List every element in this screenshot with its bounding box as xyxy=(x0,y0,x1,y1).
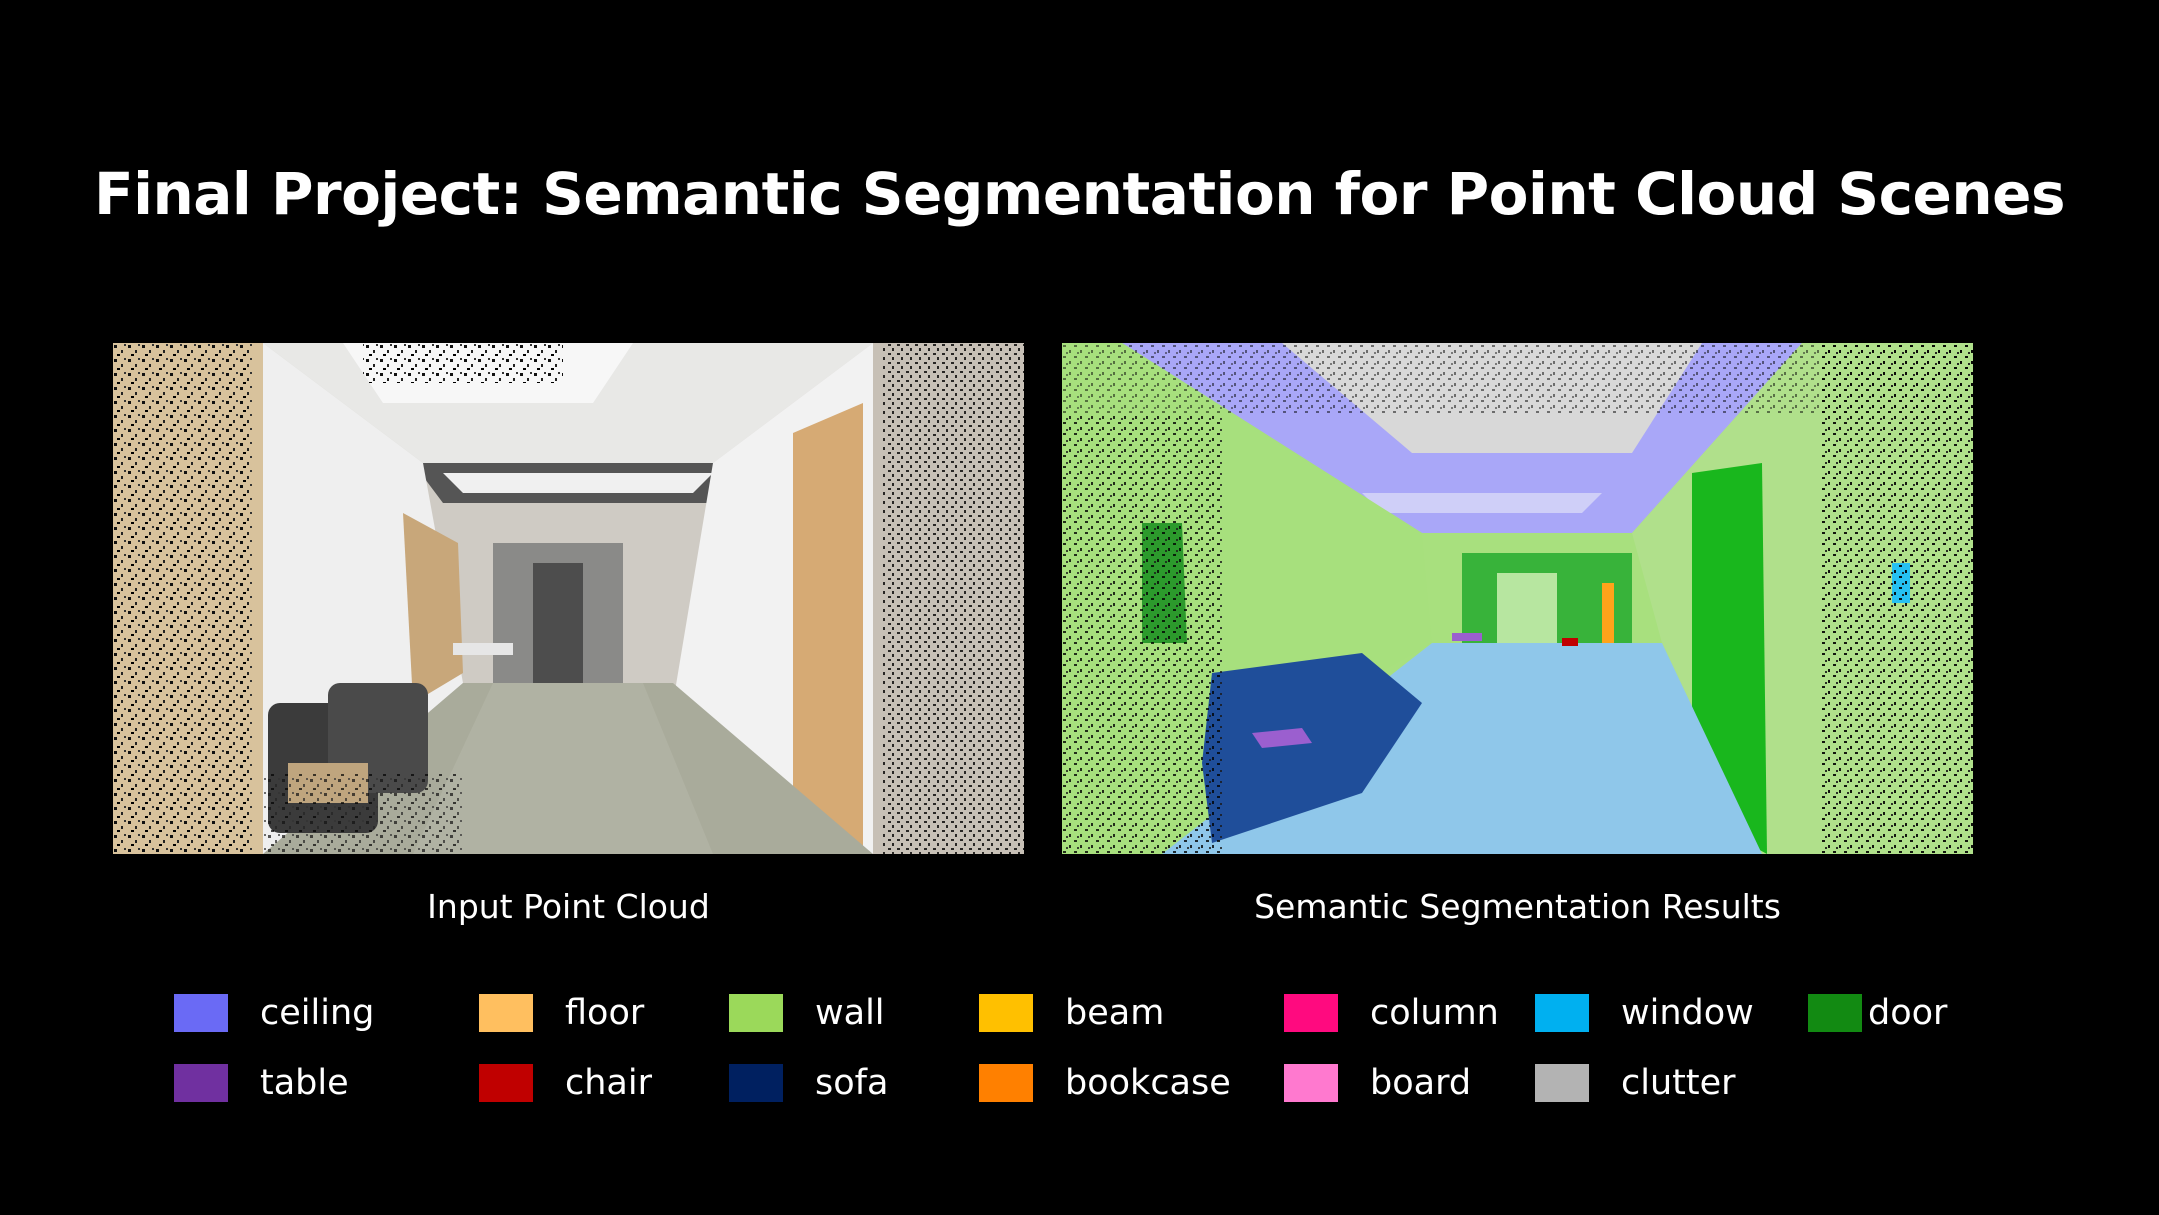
legend-swatch xyxy=(1535,1064,1589,1102)
legend-swatch xyxy=(729,1064,783,1102)
legend-label: sofa xyxy=(815,1063,889,1103)
legend-label: floor xyxy=(565,993,645,1033)
legend-swatch xyxy=(1284,1064,1338,1102)
legend-label: chair xyxy=(565,1063,652,1103)
legend-swatch xyxy=(979,994,1033,1032)
legend-label: ceiling xyxy=(260,993,375,1033)
legend-label: clutter xyxy=(1621,1063,1736,1103)
legend-swatch xyxy=(729,994,783,1032)
legend-label: window xyxy=(1621,993,1754,1033)
legend-swatch xyxy=(1535,994,1589,1032)
segmentation-caption: Semantic Segmentation Results xyxy=(1254,887,1781,926)
legend-label: table xyxy=(260,1063,349,1103)
segmentation-result-image xyxy=(1062,343,1973,854)
input-point-cloud-image xyxy=(113,343,1024,854)
legend-label: beam xyxy=(1065,993,1165,1033)
legend-swatch xyxy=(1808,994,1862,1032)
legend-swatch xyxy=(479,1064,533,1102)
slide-title: Final Project: Semantic Segmentation for… xyxy=(93,160,2066,228)
legend-swatch xyxy=(1284,994,1338,1032)
legend-label: wall xyxy=(815,993,885,1033)
input-caption: Input Point Cloud xyxy=(427,887,710,926)
legend-swatch xyxy=(479,994,533,1032)
legend-label: board xyxy=(1370,1063,1472,1103)
legend-label: bookcase xyxy=(1065,1063,1231,1103)
legend-swatch xyxy=(979,1064,1033,1102)
legend-label: column xyxy=(1370,993,1499,1033)
legend-swatch xyxy=(174,994,228,1032)
legend-swatch xyxy=(174,1064,228,1102)
legend-label: door xyxy=(1868,993,1948,1033)
